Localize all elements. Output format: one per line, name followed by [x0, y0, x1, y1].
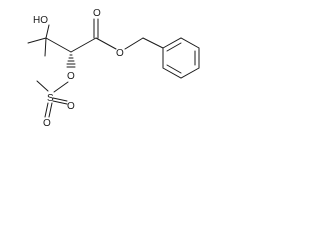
hydroxyl-label: HO [33, 15, 48, 26]
ester-oxygen-label: O [116, 48, 124, 59]
sulfonyl-oxygen-bottom-label: O [43, 118, 51, 129]
benzene-ring [162, 37, 200, 79]
bond-ch2-ring [142, 37, 164, 49]
bond-o-s [53, 81, 69, 93]
bond-c-oh [45, 24, 50, 39]
bond-methyl-left [27, 37, 47, 44]
bond-calpha-ccarbonyl [70, 37, 97, 53]
bond-oester-ch2 [124, 37, 144, 50]
sulfonyl-oxygen-right-label: O [67, 101, 75, 112]
bond-s-o2-a [44, 102, 49, 118]
bond-c-oester [95, 37, 117, 50]
hashed-wedge-bond [66, 54, 76, 68]
bond-s-o2-b [48, 102, 53, 118]
sulfur-label: S [47, 93, 54, 104]
bond-s-o1-b [52, 97, 68, 102]
carbonyl-oxygen-label: O [93, 8, 101, 19]
bond-s-o1-a [52, 100, 68, 105]
bond-s-methyl [36, 80, 49, 92]
bond-ctert-calpha [45, 37, 72, 53]
mesylate-oxygen-label: O [67, 71, 75, 82]
chemical-structure: HO O O O S O O [27, 8, 200, 129]
bond-methyl-down [44, 37, 47, 57]
